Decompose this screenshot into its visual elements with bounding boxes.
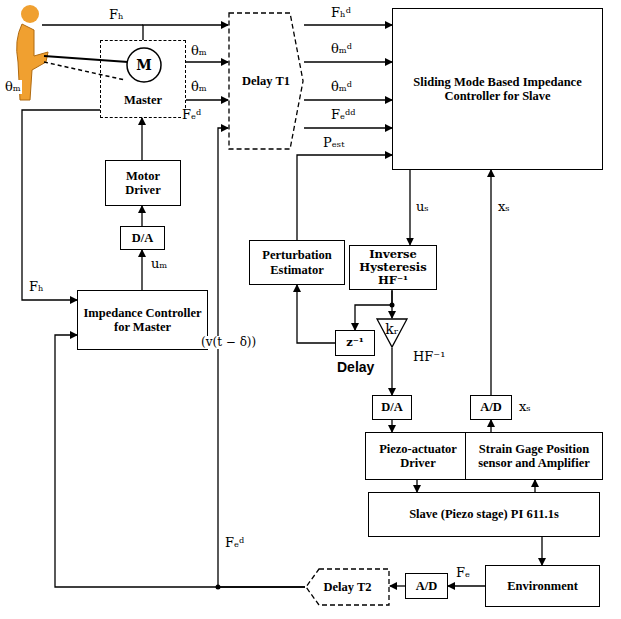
node-text: z⁻¹	[344, 336, 366, 349]
handle-rod-moved	[44, 62, 125, 80]
node-text: A/D	[478, 400, 504, 414]
node-text: kᵣ	[383, 321, 400, 337]
signal-label: Fₕ	[28, 280, 45, 294]
node-text: Sliding Mode Based Impedance Controller …	[393, 75, 602, 104]
angle-label: θₘ	[4, 80, 22, 94]
signal-label: Fₑᵈ	[181, 108, 202, 122]
node-text: M	[134, 57, 154, 73]
environment-box: Environment	[485, 565, 600, 607]
controller-box: Sliding Mode Based Impedance Controller …	[392, 8, 603, 170]
node-text: Slave (Piezo stage) PI 611.1s	[407, 507, 561, 521]
signal-label: (v(t − δ))	[200, 336, 257, 349]
signal-arrow	[409, 170, 410, 245]
signal-label: Fₑ	[455, 566, 471, 580]
signal-arrow	[304, 127, 392, 128]
force-wire	[42, 24, 143, 25]
node-outline	[127, 48, 161, 82]
node-text: Perturbation Estimator	[250, 248, 344, 277]
signal-arrow	[141, 250, 142, 290]
signal-arrow	[141, 206, 142, 226]
signal-arrow	[218, 128, 305, 587]
gain-triangle: kᵣ	[376, 318, 408, 348]
delay-operator-box: z⁻¹	[335, 330, 375, 356]
signal-label: θ̇ₘ	[190, 80, 208, 94]
signal-arrow	[490, 170, 491, 395]
signal-arrow	[534, 480, 535, 492]
signal-label: xₛ	[497, 200, 511, 214]
hysteresis-box: Inverse Hysteresis HF⁻¹	[349, 245, 437, 291]
signal-arrow	[297, 155, 392, 240]
operator-head	[21, 5, 39, 23]
signal-arrow	[22, 110, 100, 300]
node-text: Environment	[505, 579, 580, 593]
signal-label: uₛ	[415, 200, 430, 214]
driver-box: Motor Driver	[105, 160, 181, 206]
delay-block: Delay T2	[305, 568, 390, 606]
signal-arrow	[141, 118, 142, 160]
node-text: Impedance Controller for Master	[78, 306, 207, 335]
plant-box: Slave (Piezo stage) PI 611.1s	[368, 492, 600, 537]
signal-arrow	[448, 585, 485, 586]
signal-arrow	[143, 25, 228, 40]
signal-label: uₘ	[150, 257, 168, 271]
node-text: A/D	[414, 579, 440, 593]
driver-box: Piezo-actuator Driver	[365, 432, 471, 480]
signal-label: θₘ	[190, 44, 208, 58]
node-text: Delay T1	[240, 74, 292, 88]
signal-arrow	[304, 24, 392, 25]
node-outline	[229, 13, 303, 149]
estimator-box: Perturbation Estimator	[249, 240, 345, 285]
delay-block: Delay T1	[228, 12, 304, 150]
master-device: Master M	[100, 40, 186, 118]
signal-label: Fₑᵈ	[224, 536, 245, 550]
gain-label: HF⁻¹	[412, 350, 446, 364]
handle-rod	[44, 56, 128, 62]
signal-label: Fₑᵈᵈ	[330, 108, 356, 122]
delay-label: Delay	[336, 360, 375, 375]
signal-arrow	[186, 61, 228, 62]
node-text: Inverse Hysteresis HF⁻¹	[350, 248, 436, 288]
node-text: D/A	[379, 400, 405, 414]
converter-box: D/A	[372, 395, 412, 420]
signal-label: θ̇ₘᵈ	[330, 80, 353, 94]
node-text: Strain Gage Position sensor and Amplifie…	[466, 442, 602, 471]
signal-arrow	[297, 285, 335, 343]
signal-arrow	[391, 348, 392, 395]
signal-label: Fₕ	[108, 8, 125, 22]
signal-arrow	[304, 61, 392, 62]
node-text: Piezo-actuator Driver	[366, 442, 470, 471]
node-text: Delay T2	[321, 580, 373, 594]
sensor-box: Strain Gage Position sensor and Amplifie…	[465, 432, 603, 480]
signal-arrow	[55, 335, 305, 587]
node-text: D/A	[130, 231, 156, 245]
motor-circle: M	[126, 47, 162, 83]
signal-arrow	[416, 480, 417, 492]
controller-box: Impedance Controller for Master	[77, 290, 208, 350]
signal-arrow	[490, 420, 491, 432]
converter-box: A/D	[405, 573, 448, 599]
converter-box: A/D	[470, 395, 512, 420]
node-outline	[306, 569, 389, 605]
signal-label: Fₕᵈ	[330, 6, 352, 20]
node-outline	[377, 319, 407, 347]
node-text: Motor Driver	[106, 169, 180, 198]
signal-arrow	[304, 99, 392, 100]
node-text: Master	[122, 93, 164, 107]
converter-box: D/A	[120, 226, 165, 250]
signal-label: θₘᵈ	[330, 42, 353, 56]
signal-arrow	[391, 420, 392, 432]
signal-arrow	[390, 585, 405, 586]
signal-label: xₛ	[518, 400, 532, 414]
signal-label: Pₑₛₜ	[322, 136, 345, 150]
signal-arrow	[541, 537, 542, 565]
signal-arrow	[186, 99, 228, 100]
